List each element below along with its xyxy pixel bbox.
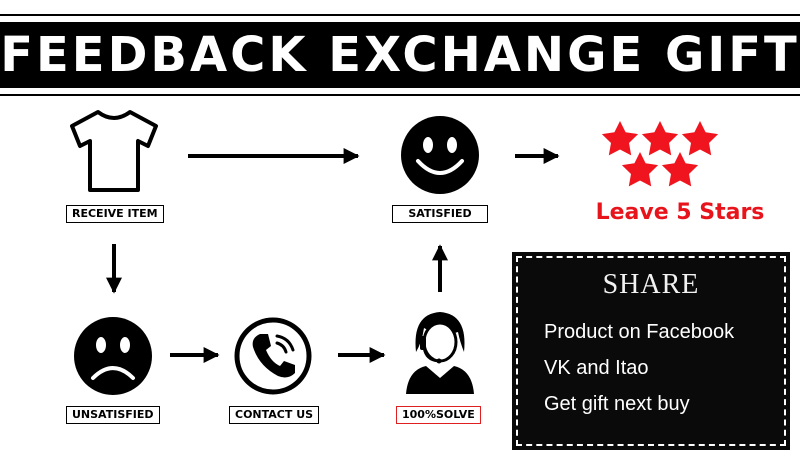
star-icon	[681, 121, 719, 156]
star-icon	[661, 152, 699, 187]
step-label-solve: 100%SOLVE	[396, 406, 481, 424]
share-title: SHARE	[602, 269, 700, 300]
share-line: VK and Itao	[544, 357, 649, 379]
share-panel: SHARE Product on Facebook VK and Itao Ge…	[512, 252, 790, 450]
share-line: Product on Facebook	[544, 321, 735, 343]
leave-stars-text: Leave 5 Stars	[595, 200, 765, 225]
step-label-contact: CONTACT US	[229, 406, 320, 424]
tshirt-icon	[70, 110, 158, 192]
phone-icon	[234, 317, 312, 395]
stars-group	[601, 121, 719, 187]
star-icon	[621, 152, 659, 187]
share-line: Get gift next buy	[544, 393, 690, 415]
page-title: FEEDBACK EXCHANGE GIFT	[0, 27, 800, 83]
step-label-unsatisfied: UNSATISFIED	[66, 406, 160, 424]
star-icon	[641, 121, 679, 156]
step-label-satisfied: SATISFIED	[392, 205, 488, 223]
step-label-receive: RECEIVE ITEM	[66, 205, 164, 223]
banner-bottom-line	[0, 94, 800, 96]
sad-face-icon	[74, 317, 152, 395]
banner-top-line	[0, 14, 800, 16]
star-icon	[601, 121, 639, 156]
title-banner: FEEDBACK EXCHANGE GIFT	[0, 22, 800, 88]
happy-face-icon	[401, 116, 479, 194]
support-agent-icon	[406, 312, 474, 394]
